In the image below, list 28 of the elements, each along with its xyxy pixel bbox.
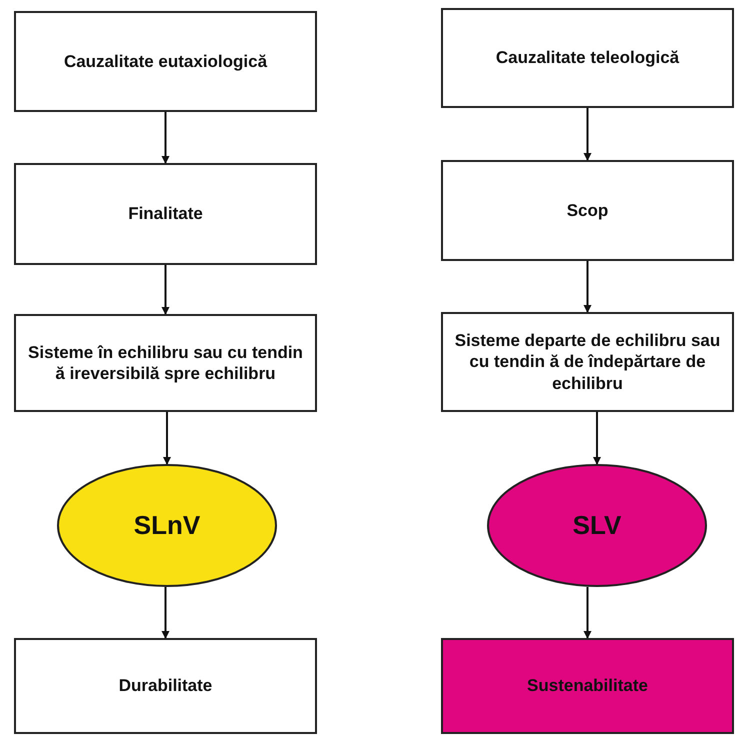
node-label: Cauzalitate teleologică [496,47,680,69]
process-box [441,160,734,261]
node-label: Durabilitate [118,675,212,697]
arrow [162,112,170,164]
ellipse-node [487,464,707,587]
node-label: Sisteme departe de echilibru sau cu tendin ă de îndepărtare de echilibru [454,330,722,394]
arrow [584,587,592,639]
node-label: Scop [566,200,608,222]
node-label: Finalitate [128,203,203,225]
node-label: Sisteme în echilibru sau cu tendin ă ireversibilă spre echilibru [27,342,304,384]
arrow [163,412,171,465]
process-box [441,312,734,412]
arrow [162,265,170,315]
process-box [14,163,317,265]
arrow [584,261,592,313]
node-label: SLnV [134,509,200,542]
node-label: SLV [572,509,622,542]
node-label: Sustenabilitate [527,675,648,697]
node-label: Cauzalitate eutaxiologică [64,50,268,72]
arrow [593,412,601,465]
process-box [14,11,317,112]
ellipse-node [57,464,277,587]
process-box [14,314,317,412]
process-box [441,638,734,734]
process-box [441,8,734,108]
process-box [14,638,317,734]
arrow [584,108,592,161]
arrow [162,587,170,639]
